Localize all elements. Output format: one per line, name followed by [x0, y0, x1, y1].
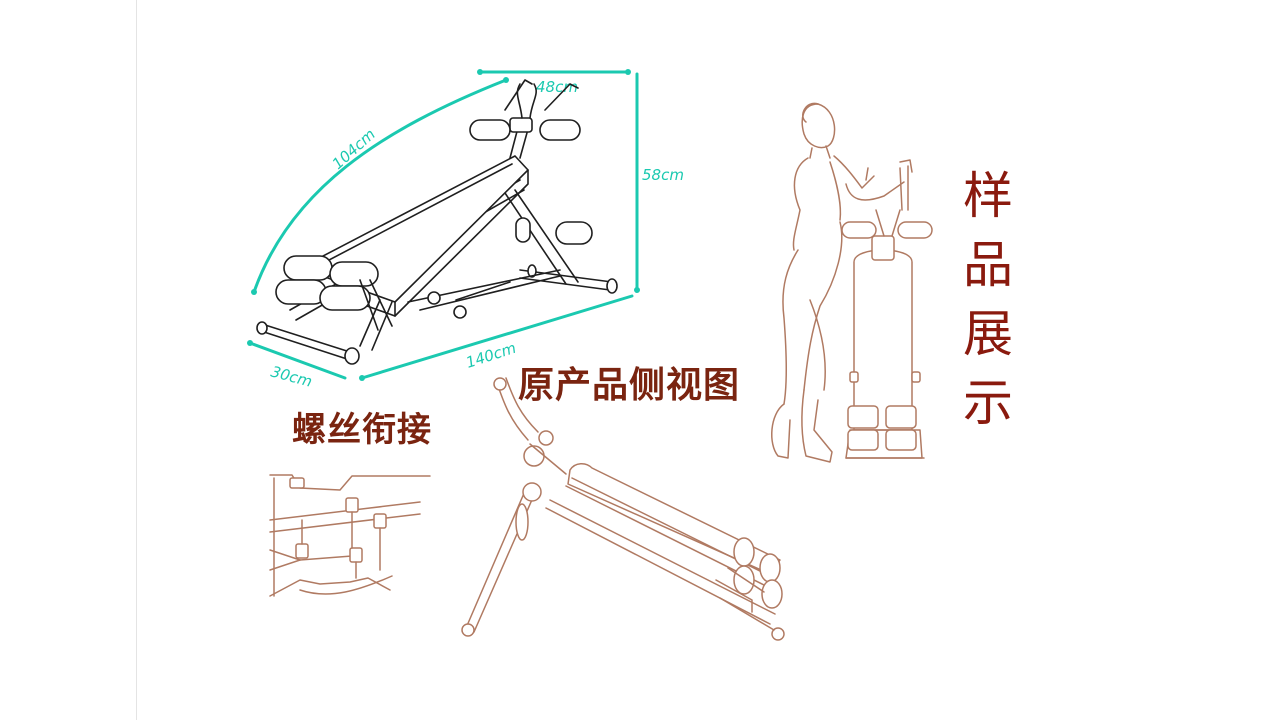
woman-with-bench-drawing — [771, 102, 933, 463]
dimension-lines — [247, 69, 640, 381]
showcase-title-char-3: 展 — [963, 305, 1013, 363]
dim-width-top: 48cm — [536, 78, 578, 96]
showcase-title-char-4: 示 — [963, 374, 1013, 432]
bench-sketch — [256, 79, 618, 365]
side-view-bench-drawing — [461, 377, 785, 641]
dimensioned-bench-drawing: 48cm 58cm 104cm 140cm 30cm — [247, 69, 684, 391]
caption-side-view: 原产品侧视图 — [518, 365, 741, 406]
showcase-title-char-2: 品 — [963, 236, 1013, 294]
thread-joint-detail — [269, 474, 431, 597]
caption-thread-joint: 螺丝衔接 — [292, 410, 432, 450]
showcase-title: 样 品 展 示 — [958, 162, 1018, 438]
slide-left-edge — [136, 0, 137, 720]
dim-height: 58cm — [642, 166, 684, 184]
showcase-title-char-1: 样 — [963, 167, 1013, 225]
dim-width-base: 30cm — [269, 362, 314, 390]
